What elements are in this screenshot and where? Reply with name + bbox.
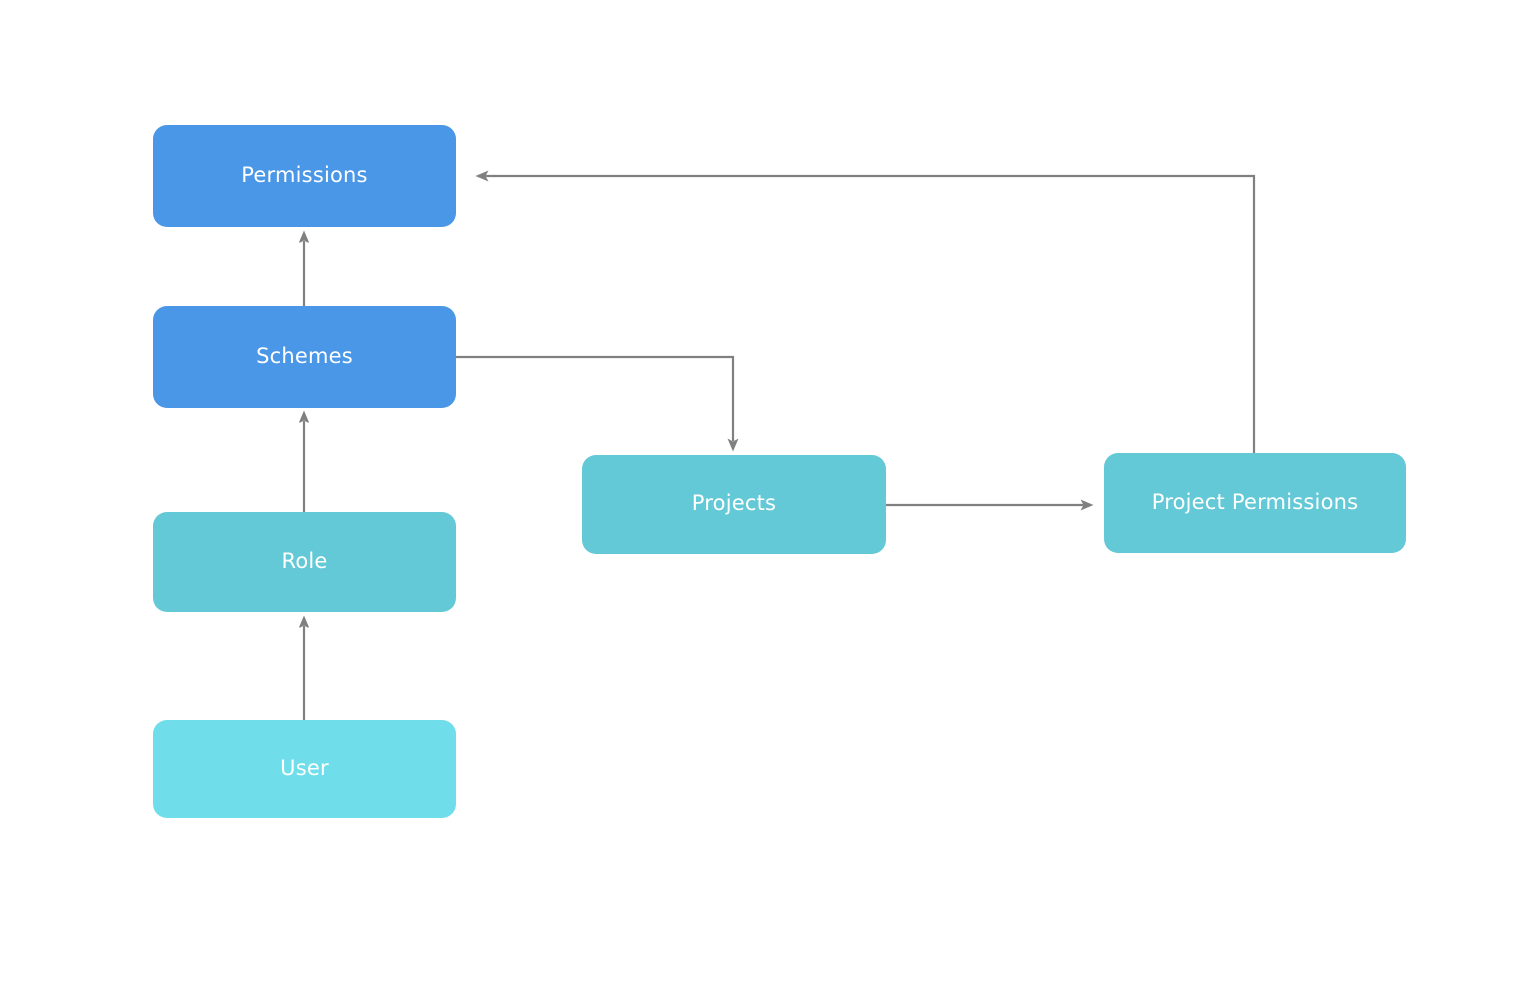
edge-project-permissions-to-permissions xyxy=(475,170,1256,453)
node-schemes[interactable]: Schemes xyxy=(153,306,456,408)
node-project-permissions-label: Project Permissions xyxy=(1151,489,1359,514)
node-user[interactable]: User xyxy=(153,720,456,818)
node-permissions-label: Permissions xyxy=(241,162,368,187)
node-schemes-label: Schemes xyxy=(256,343,353,368)
node-projects[interactable]: Projects xyxy=(582,455,886,554)
node-role[interactable]: Role xyxy=(153,512,456,612)
node-user-label: User xyxy=(280,755,329,780)
edge-schemes-to-projects xyxy=(456,355,739,452)
node-permissions[interactable]: Permissions xyxy=(153,125,456,227)
node-role-label: Role xyxy=(281,548,328,573)
node-project-permissions[interactable]: Project Permissions xyxy=(1104,453,1406,553)
node-projects-label: Projects xyxy=(691,491,777,515)
